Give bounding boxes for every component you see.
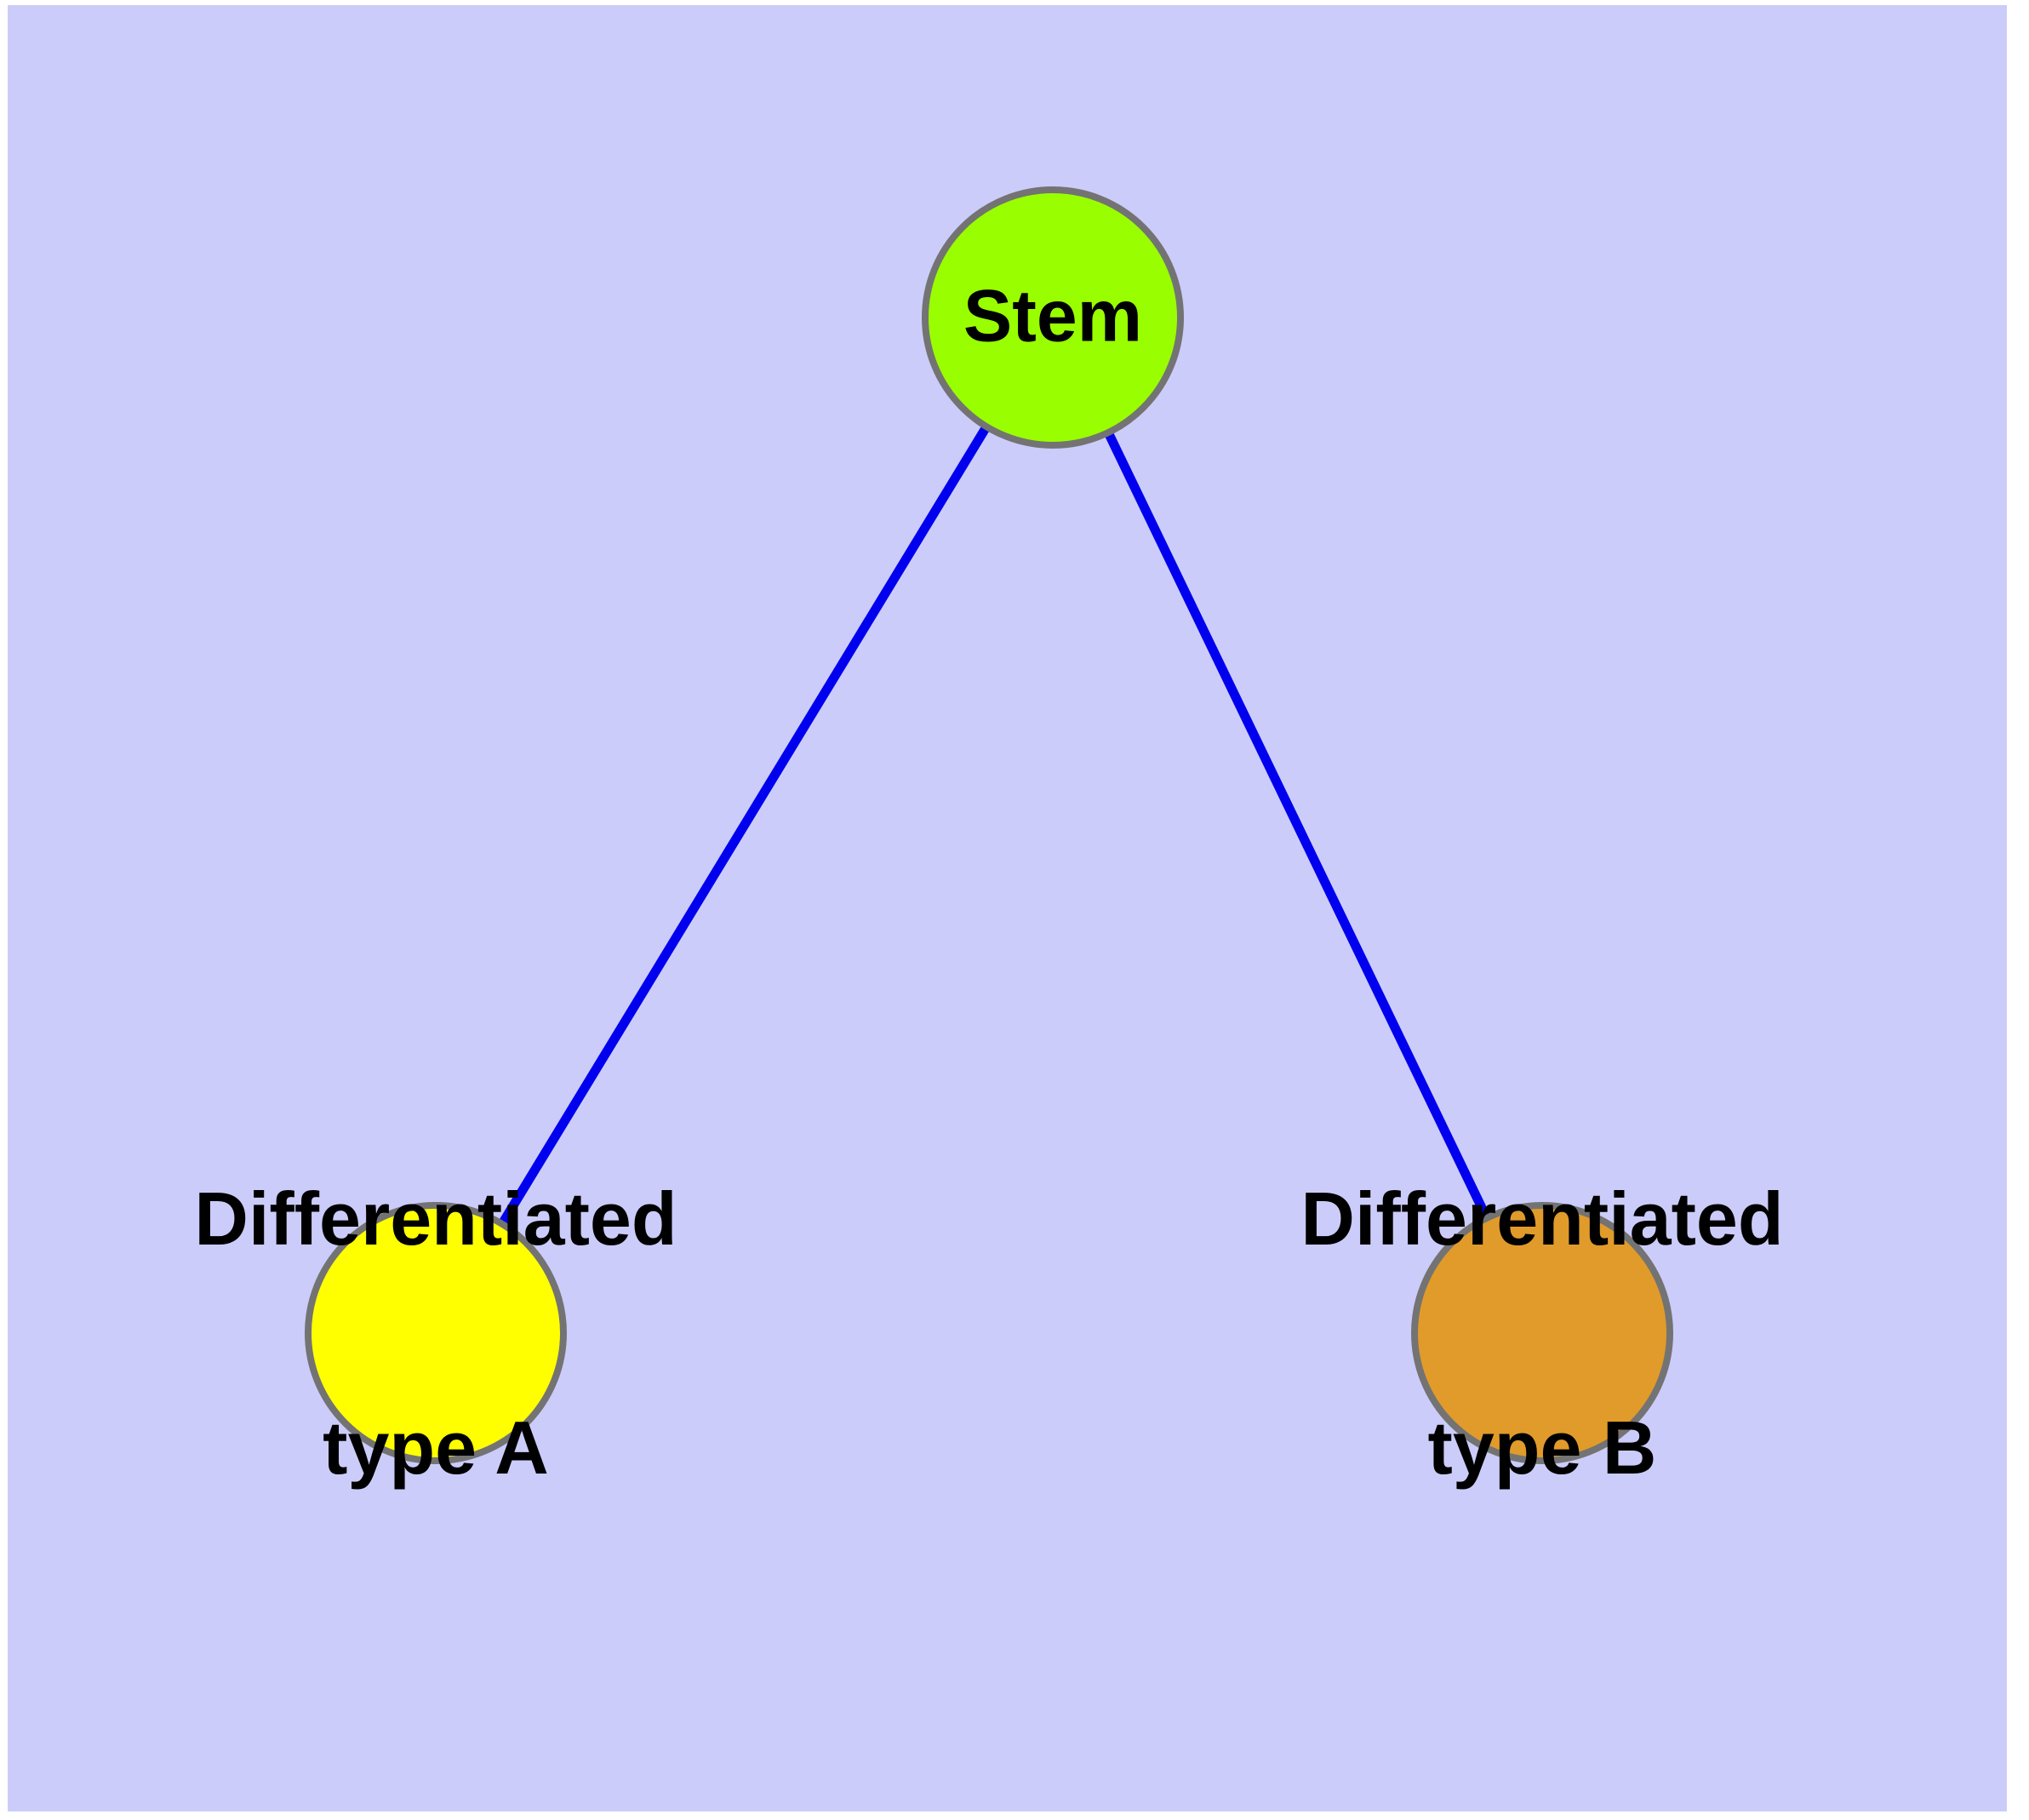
node-layer <box>305 186 1673 1464</box>
node-differentiated-type-a[interactable] <box>305 1202 567 1464</box>
edge-stem-diff-a <box>498 424 991 1227</box>
edge-layer <box>498 424 1491 1227</box>
node-differentiated-type-b[interactable] <box>1411 1202 1673 1464</box>
edge-stem-diff-b <box>1104 430 1491 1221</box>
node-stem[interactable] <box>922 186 1184 449</box>
